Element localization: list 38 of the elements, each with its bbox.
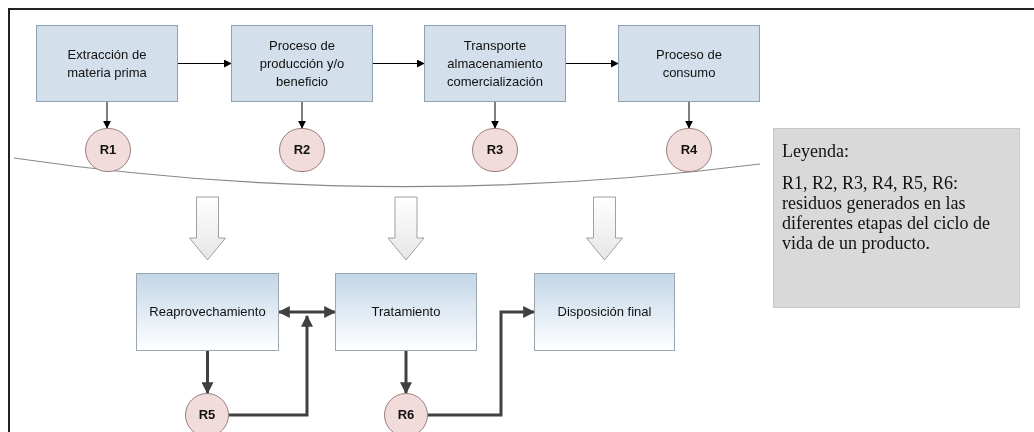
- node-label: Extracción de materia prima: [66, 45, 148, 82]
- legend-text: R1, R2, R3, R4, R5, R6: residuos generados en las diferentes etapas del ciclo de vida de un producto.: [782, 173, 991, 253]
- node-label: Proceso de producción y/o beneficio: [258, 36, 346, 91]
- arrow: [565, 59, 619, 68]
- process-box: [618, 25, 760, 102]
- node-label: Proceso de consumo: [655, 45, 723, 82]
- node-label: R1: [99, 141, 117, 160]
- block-arrow: [387, 196, 425, 261]
- node-label: R4: [680, 141, 698, 160]
- arrow: [491, 101, 499, 129]
- process-box: [136, 273, 279, 351]
- arrow: [229, 314, 313, 417]
- node-label: Transporte almacenamiento comercialización: [445, 36, 545, 91]
- node-label: R3: [486, 141, 504, 160]
- arrow: [201, 351, 214, 395]
- process-box: [534, 273, 675, 351]
- legend-box: [773, 128, 1020, 308]
- arrow: [103, 101, 111, 129]
- arrow: [400, 351, 412, 395]
- node-label: R5: [198, 406, 216, 425]
- arrow: [685, 101, 693, 129]
- arrow: [372, 59, 425, 68]
- node-label: Disposición final: [557, 303, 652, 321]
- arrow: [277, 306, 337, 318]
- process-box: [424, 25, 566, 102]
- node-label: Tratamiento: [371, 303, 441, 321]
- node-label: Reaprovechamiento: [149, 303, 266, 321]
- arrow: [428, 306, 536, 417]
- process-box: [335, 273, 477, 351]
- block-arrow: [586, 196, 623, 261]
- arrow: [298, 101, 306, 129]
- process-box: [36, 25, 178, 102]
- arrow: [177, 59, 232, 68]
- legend-title: Leyenda:: [782, 141, 850, 161]
- process-box: [231, 25, 373, 102]
- block-arrow: [189, 196, 226, 261]
- node-label: R6: [397, 406, 415, 425]
- node-label: R2: [293, 141, 311, 160]
